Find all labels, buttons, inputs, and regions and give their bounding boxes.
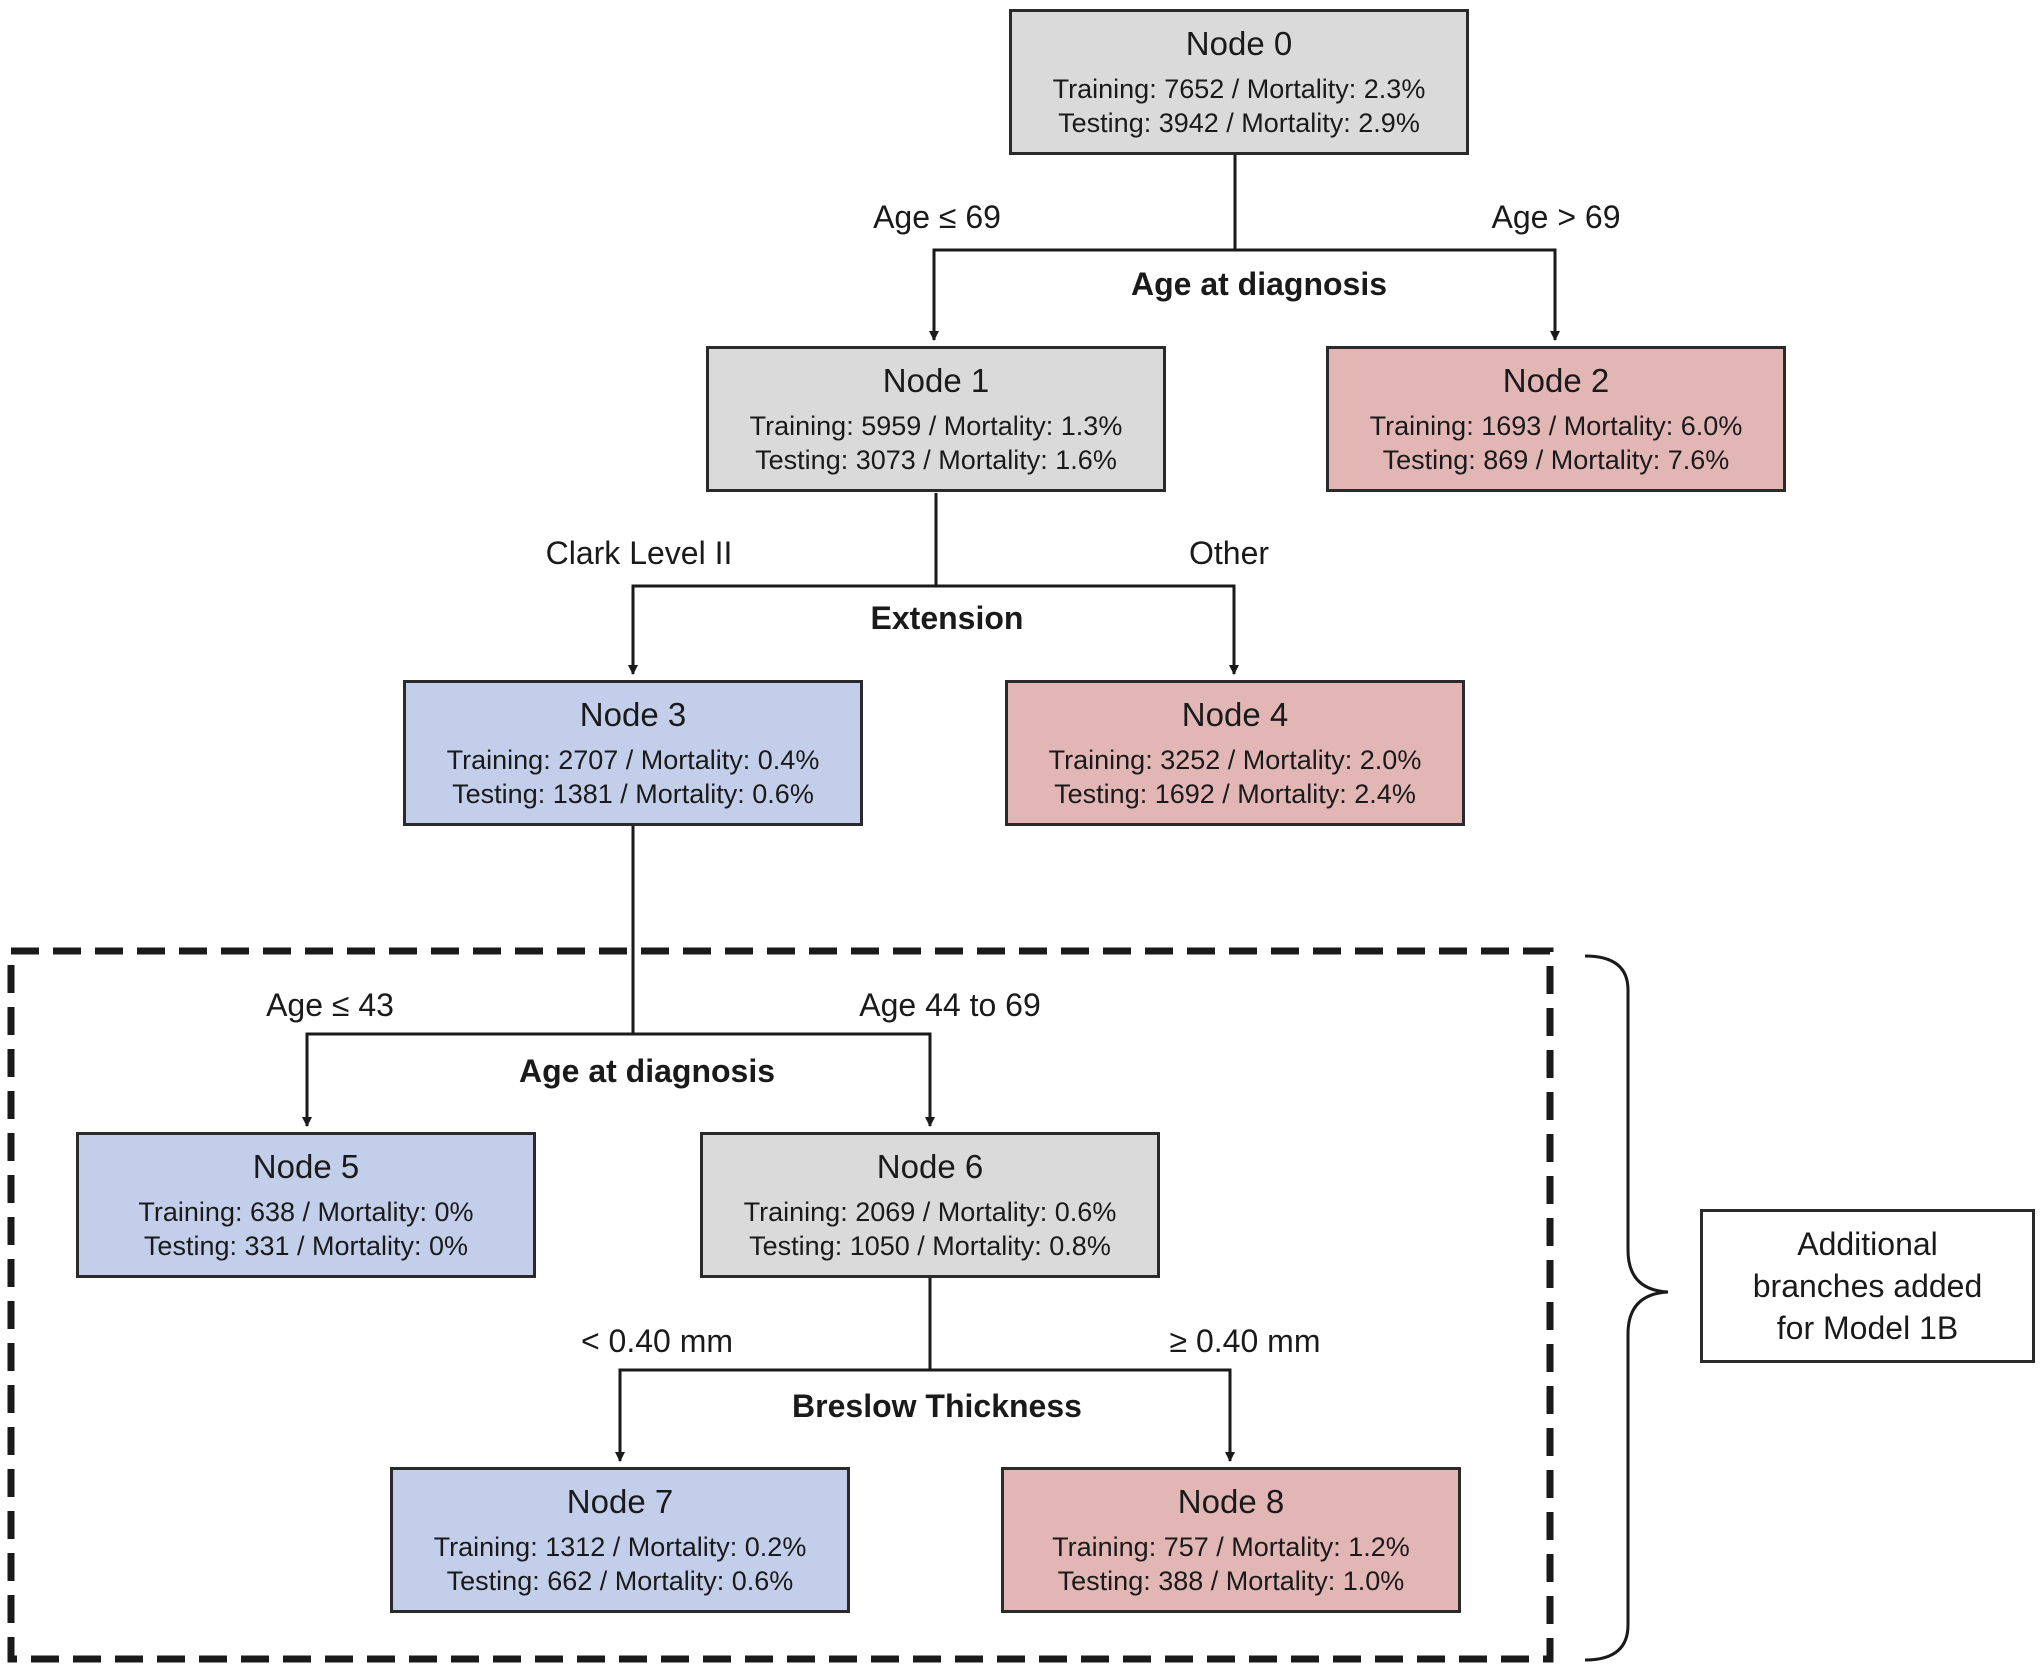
branch-label-left: Age ≤ 69 bbox=[873, 199, 1001, 235]
node-0-box: Node 0 Training: 7652 / Mortality: 2.3% … bbox=[1009, 9, 1469, 155]
connector-left bbox=[615, 1368, 930, 1462]
node-title: Node 2 bbox=[1502, 362, 1610, 399]
node-6-box: Node 6 Training: 2069 / Mortality: 0.6% … bbox=[700, 1132, 1160, 1278]
node-4-box: Node 4 Training: 3252 / Mortality: 2.0% … bbox=[1005, 680, 1465, 826]
node-testing: Testing: 3942 / Mortality: 2.9% bbox=[1058, 108, 1420, 138]
node-training: Training: 638 / Mortality: 0% bbox=[138, 1197, 474, 1227]
annotation-line: branches added bbox=[1752, 1268, 1983, 1304]
node-testing: Testing: 869 / Mortality: 7.6% bbox=[1382, 445, 1730, 475]
node-title: Node 1 bbox=[882, 362, 990, 399]
branch-label-right: Age 44 to 69 bbox=[859, 987, 1041, 1023]
node-testing: Testing: 1692 / Mortality: 2.4% bbox=[1054, 779, 1416, 809]
split-variable: Breslow Thickness bbox=[792, 1388, 1082, 1424]
annotation-box: Additional branches added for Model 1B bbox=[1700, 1209, 2035, 1363]
node-8-box: Node 8 Training: 757 / Mortality: 1.2% T… bbox=[1001, 1467, 1461, 1613]
split-variable: Extension bbox=[870, 600, 1024, 636]
node-title: Node 5 bbox=[252, 1148, 360, 1185]
node-training: Training: 2069 / Mortality: 0.6% bbox=[743, 1197, 1117, 1227]
connector-left bbox=[929, 248, 1235, 341]
node-training: Training: 757 / Mortality: 1.2% bbox=[1052, 1532, 1410, 1562]
node-1-box: Node 1 Training: 5959 / Mortality: 1.3% … bbox=[706, 346, 1166, 492]
node-title: Node 3 bbox=[579, 696, 687, 733]
node-training: Training: 3252 / Mortality: 2.0% bbox=[1048, 745, 1422, 775]
connector-left bbox=[628, 584, 936, 675]
node-3-box: Node 3 Training: 2707 / Mortality: 0.4% … bbox=[403, 680, 863, 826]
node-title: Node 4 bbox=[1181, 696, 1289, 733]
node-testing: Testing: 1050 / Mortality: 0.8% bbox=[749, 1231, 1111, 1261]
split-variable: Age at diagnosis bbox=[518, 1053, 776, 1089]
connector-right bbox=[930, 1368, 1235, 1462]
node-training: Training: 7652 / Mortality: 2.3% bbox=[1052, 74, 1426, 104]
annotation-line: for Model 1B bbox=[1776, 1310, 1959, 1346]
split-variable: Age at diagnosis bbox=[1130, 266, 1388, 302]
curly-brace bbox=[1584, 954, 1669, 1662]
node-training: Training: 2707 / Mortality: 0.4% bbox=[446, 745, 820, 775]
connector-right bbox=[936, 584, 1239, 675]
node-testing: Testing: 331 / Mortality: 0% bbox=[143, 1231, 469, 1261]
node-testing: Testing: 3073 / Mortality: 1.6% bbox=[755, 445, 1117, 475]
model-1b-region bbox=[7, 947, 1554, 1663]
node-title: Node 6 bbox=[876, 1148, 984, 1185]
branch-label-left: Age ≤ 43 bbox=[266, 987, 394, 1023]
connector-right bbox=[633, 1032, 935, 1127]
node-title: Node 0 bbox=[1185, 25, 1293, 62]
branch-label-left: Clark Level II bbox=[545, 535, 733, 571]
node-title: Node 8 bbox=[1177, 1483, 1285, 1520]
annotation-line: Additional bbox=[1797, 1226, 1938, 1262]
connector-left bbox=[302, 1032, 633, 1127]
node-testing: Testing: 1381 / Mortality: 0.6% bbox=[452, 779, 814, 809]
node-training: Training: 1312 / Mortality: 0.2% bbox=[433, 1532, 807, 1562]
node-2-box: Node 2 Training: 1693 / Mortality: 6.0% … bbox=[1326, 346, 1786, 492]
node-7-box: Node 7 Training: 1312 / Mortality: 0.2% … bbox=[390, 1467, 850, 1613]
branch-label-right: ≥ 0.40 mm bbox=[1169, 1323, 1321, 1359]
branch-label-left: < 0.40 mm bbox=[580, 1323, 734, 1359]
branch-label-right: Other bbox=[1188, 535, 1270, 571]
node-training: Training: 1693 / Mortality: 6.0% bbox=[1369, 411, 1743, 441]
node-training: Training: 5959 / Mortality: 1.3% bbox=[749, 411, 1123, 441]
branch-label-right: Age > 69 bbox=[1491, 199, 1621, 235]
node-title: Node 7 bbox=[566, 1483, 674, 1520]
connector-right bbox=[1235, 248, 1560, 341]
node-testing: Testing: 662 / Mortality: 0.6% bbox=[446, 1566, 794, 1596]
node-testing: Testing: 388 / Mortality: 1.0% bbox=[1057, 1566, 1405, 1596]
node-5-box: Node 5 Training: 638 / Mortality: 0% Tes… bbox=[76, 1132, 536, 1278]
